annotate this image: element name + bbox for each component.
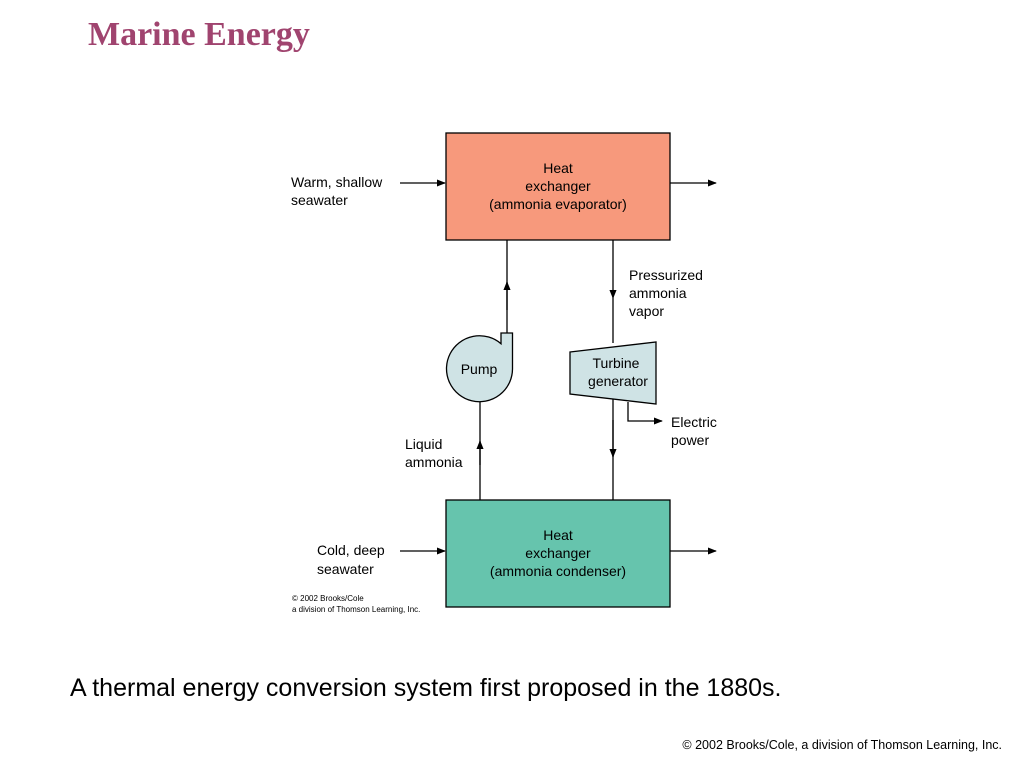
liquid-ammonia-label-line-2: ammonia <box>405 454 463 470</box>
cold-seawater-label-line-2: seawater <box>317 561 374 577</box>
electric-power-arrow <box>627 402 663 425</box>
evaporator-label-line-3: (ammonia evaporator) <box>489 196 627 212</box>
pump-shape <box>445 332 514 403</box>
electric-power-label-line-1: Electric <box>671 414 717 430</box>
turbine-label-line-2: generator <box>588 373 648 389</box>
warm-seawater-label-line-1: Warm, shallow <box>291 174 383 190</box>
evaporator-label-line-1: Heat <box>543 160 573 176</box>
liquid-ammonia-label-line-1: Liquid <box>405 436 442 452</box>
slide-caption: A thermal energy conversion system first… <box>70 674 782 702</box>
condenser-label-line-3: (ammonia condenser) <box>490 563 626 579</box>
vapor-label-line-1: Pressurized <box>629 267 703 283</box>
electric-power-label-line-2: power <box>671 432 709 448</box>
slide-title: Marine Energy <box>88 16 310 53</box>
warm-seawater-label-line-2: seawater <box>291 192 348 208</box>
pump-label: Pump <box>461 361 498 377</box>
turbine-label-line-1: Turbine <box>593 355 640 371</box>
condenser-box <box>445 499 671 608</box>
cold-seawater-label-line-1: Cold, deep <box>317 542 385 558</box>
vapor-label-line-3: vapor <box>629 303 664 319</box>
evaporator-box <box>445 132 671 241</box>
turbine-generator-shape <box>569 341 657 405</box>
condenser-label-line-1: Heat <box>543 527 573 543</box>
slide-footer-copyright: © 2002 Brooks/Cole, a division of Thomso… <box>682 738 1002 752</box>
diagram-copyright-line-1: © 2002 Brooks/Cole <box>292 594 364 603</box>
diagram-copyright-line-2: a division of Thomson Learning, Inc. <box>292 605 420 614</box>
condenser-label-line-2: exchanger <box>525 545 591 561</box>
vapor-label-line-2: ammonia <box>629 285 687 301</box>
evaporator-label-line-2: exchanger <box>525 178 591 194</box>
